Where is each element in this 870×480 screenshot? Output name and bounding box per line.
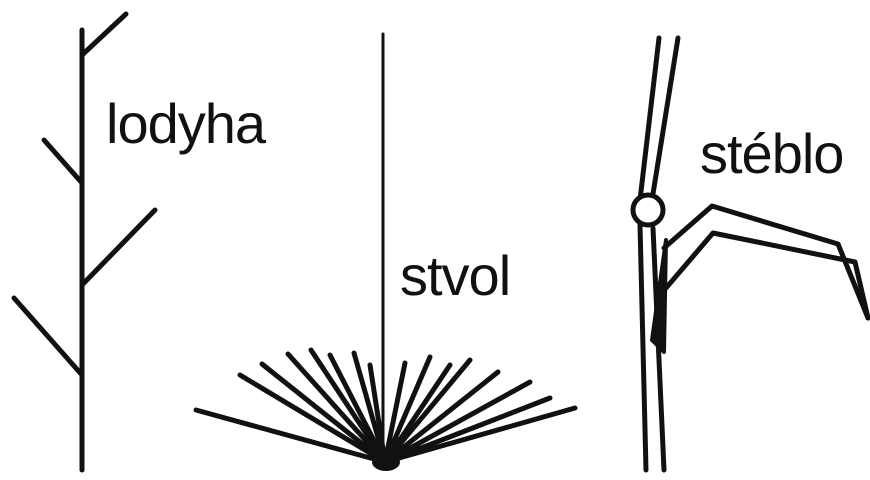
lodyha-left-branch-lower: [14, 298, 82, 375]
steblo-stem-figure: [633, 38, 868, 470]
label-steblo: stéblo: [700, 126, 843, 182]
steblo-node: [633, 195, 663, 225]
steblo-leaf-upper-edge: [664, 206, 868, 318]
lodyha-right-branch: [82, 210, 155, 285]
lodyha-stem-figure: [14, 14, 155, 470]
label-lodyha: lodyha: [106, 96, 265, 152]
stvol-rosette-base: [372, 453, 400, 471]
stvol-basal-rosette: [196, 350, 575, 462]
lodyha-top-branch: [82, 14, 126, 55]
lodyha-left-branch-upper: [44, 140, 82, 183]
label-stvol: stvol: [400, 248, 510, 304]
